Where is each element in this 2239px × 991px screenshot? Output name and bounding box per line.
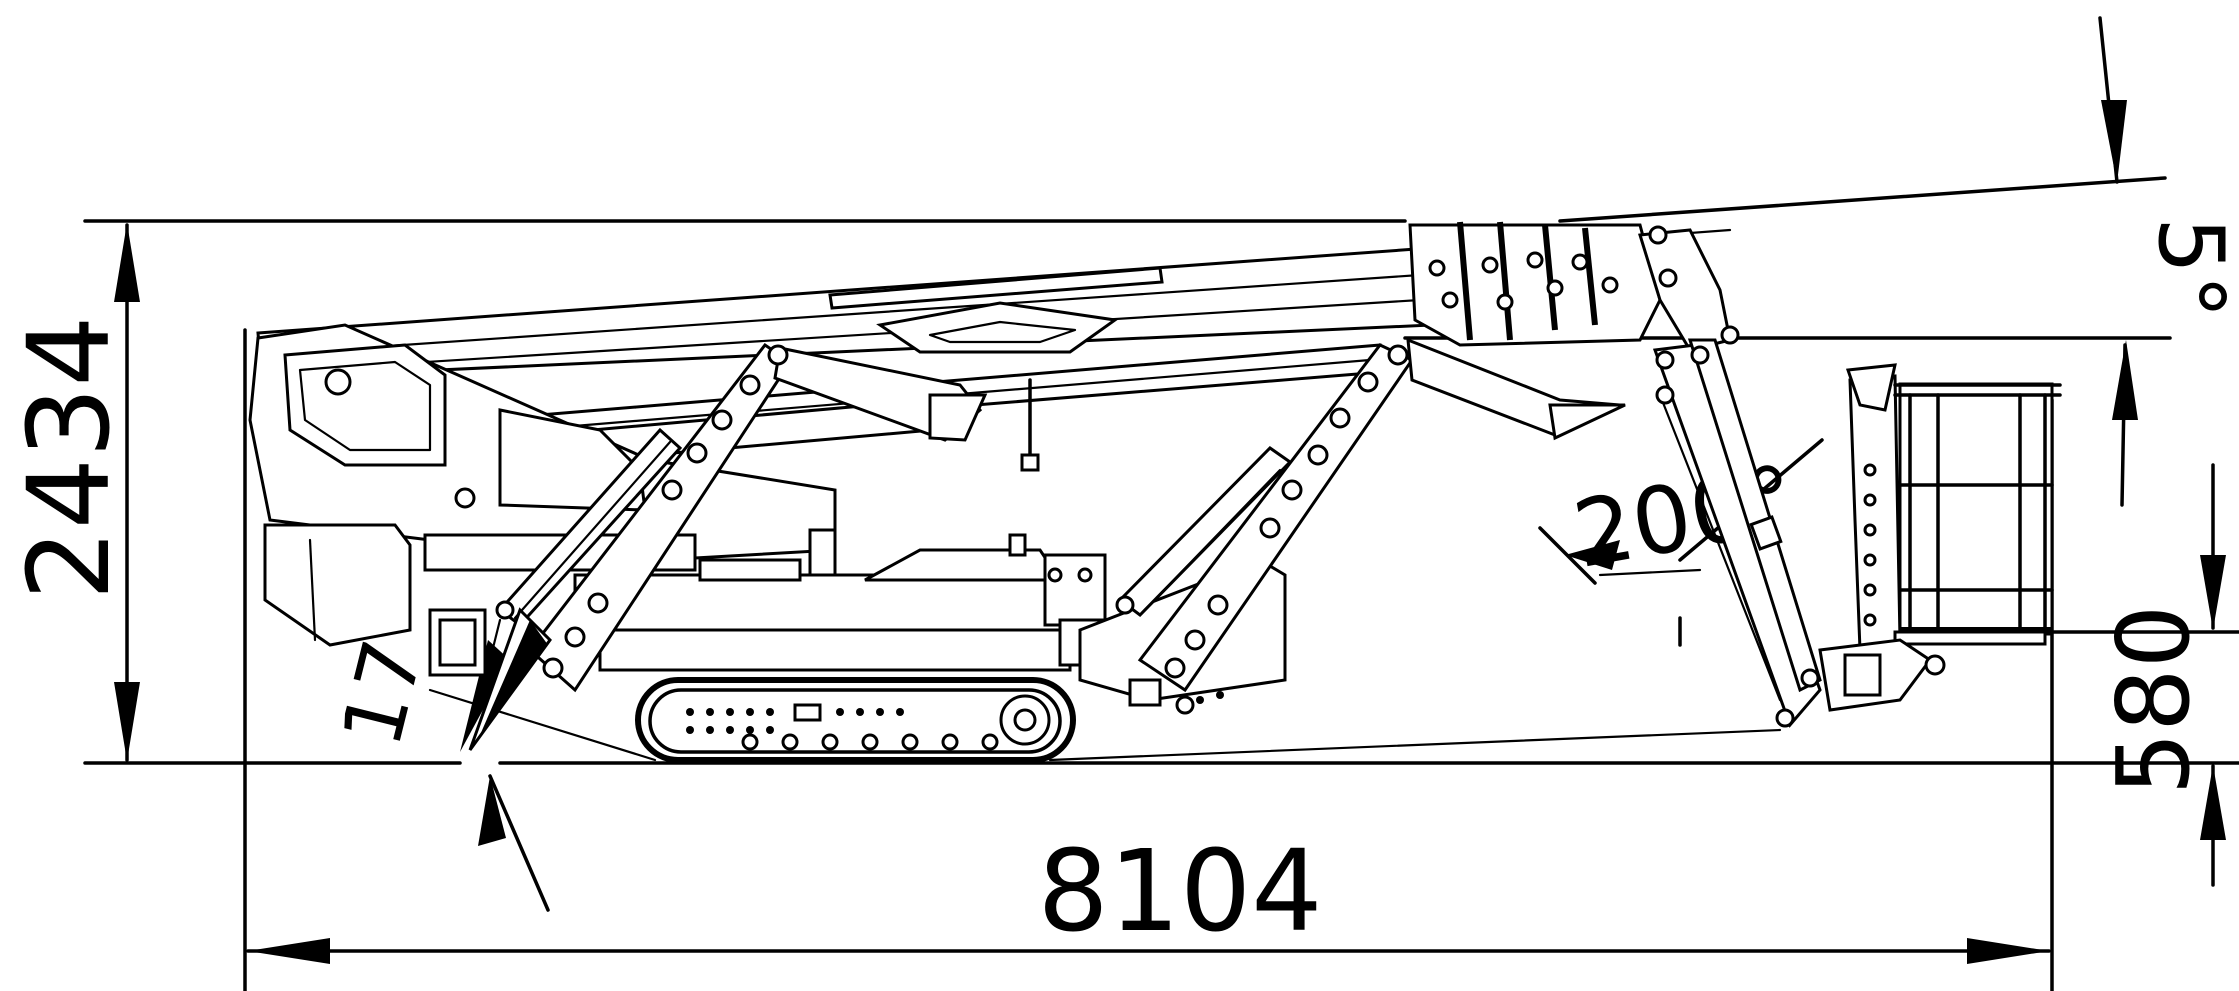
outrigger-front-left bbox=[468, 342, 988, 751]
slope-angle-value: 5° bbox=[2138, 217, 2239, 319]
height-arrow-top bbox=[114, 223, 140, 302]
height-dimension: 2434 bbox=[5, 223, 140, 762]
crawler-track bbox=[635, 677, 1076, 763]
min-height-arrow-top bbox=[2200, 555, 2226, 630]
length-dimension: 8104 bbox=[246, 827, 2051, 964]
length-arrow-right bbox=[1967, 938, 2049, 964]
min-height-arrow-bottom bbox=[2200, 765, 2226, 840]
min-height-dimension: 580 bbox=[2095, 463, 2226, 887]
jib-rotation-arrow bbox=[1565, 540, 1620, 570]
height-value: 2434 bbox=[5, 315, 135, 600]
slope-arrow-upper bbox=[2101, 100, 2127, 183]
ground-angle-arrow-upper bbox=[460, 640, 510, 752]
slope-angle-dimension: 5° bbox=[2098, 16, 2239, 507]
ground-angle-value: 17 bbox=[325, 631, 442, 755]
length-value: 8104 bbox=[1037, 827, 1322, 957]
work-platform bbox=[1818, 363, 2062, 712]
slope-arrow-lower bbox=[2112, 340, 2138, 420]
jib-arm bbox=[1652, 338, 1822, 728]
spider-lift-machine bbox=[248, 221, 2062, 763]
ground-angle-arrow-lower bbox=[478, 776, 506, 846]
min-height-value: 580 bbox=[2095, 605, 2212, 796]
length-arrow-left bbox=[248, 938, 330, 964]
outrigger-front-right bbox=[1078, 337, 1626, 715]
boom-head bbox=[1408, 221, 1740, 352]
height-arrow-bottom bbox=[114, 682, 140, 761]
